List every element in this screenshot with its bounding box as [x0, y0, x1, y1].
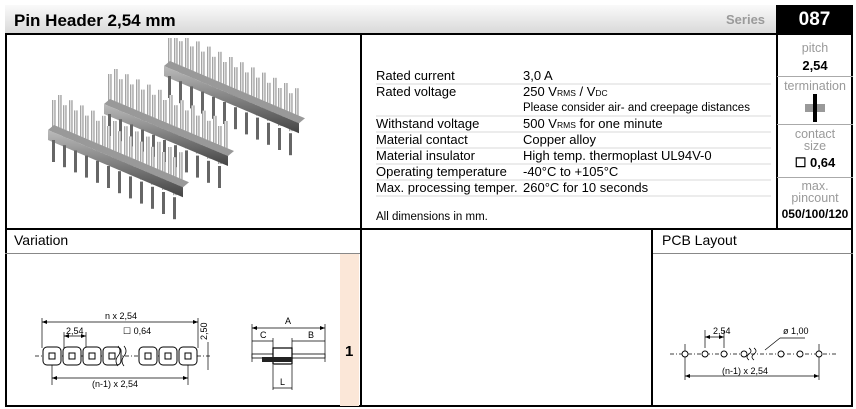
spec-table: Rated current 3,0 A Rated voltage 250 VR… — [376, 68, 771, 208]
dim-label: 2,54 — [713, 326, 731, 336]
pincount-block: max. pincount 050/100/120 — [781, 179, 849, 221]
dim-label: ø 1,00 — [783, 326, 809, 336]
series-label: Series — [726, 12, 766, 27]
spec-row: Operating temperature -40°C to +105°C — [376, 164, 619, 179]
spec-row: Rated current 3,0 A — [376, 68, 553, 83]
spec-row: Please consider air- and creepage distan… — [523, 102, 750, 114]
spec-row-rules — [376, 83, 771, 197]
pitch-block: pitch 2,54 — [801, 41, 829, 73]
divider — [777, 177, 853, 178]
title-bar — [5, 5, 776, 35]
spec-row: Rated voltage 250 VRMS / VDC — [376, 84, 608, 99]
divider — [653, 253, 853, 254]
product-title: Pin Header 2,54 mm — [14, 11, 176, 30]
straight-termination-icon — [805, 94, 825, 122]
dim-label: 2,54 — [66, 326, 84, 336]
divider — [5, 253, 360, 254]
termination-block: termination — [777, 80, 853, 127]
dim-label: ☐ 0,64 — [123, 326, 151, 336]
dimensions-note: All dimensions in mm. — [376, 211, 488, 223]
variation-row-marker — [340, 254, 359, 406]
divider — [360, 35, 362, 407]
spec-row: Material insulator High temp. thermoplas… — [376, 148, 712, 163]
contact-size-block: contact size ☐ 0,64 — [794, 127, 836, 170]
variation-heading: Variation — [14, 232, 69, 248]
dim-label: A — [285, 316, 291, 326]
variation-drawing: n x 2,54 2,54 ☐ 0,64 2,50 (n-1) x 2,54 A… — [35, 311, 326, 390]
dim-label: B — [308, 330, 314, 340]
series-number: 087 — [776, 5, 853, 35]
dim-label: (n-1) x 2,54 — [92, 379, 138, 389]
divider — [651, 228, 653, 407]
pcb-layout-drawing: 2,54 ø 1,00 (n-1) x 2,54 — [670, 326, 837, 380]
spec-row: Withstand voltage 500 VRMS for one minut… — [376, 116, 663, 131]
dim-label: C — [260, 330, 267, 340]
dim-label: n x 2,54 — [105, 311, 137, 321]
product-image — [48, 38, 305, 220]
divider — [777, 124, 853, 125]
pcb-layout-heading: PCB Layout — [662, 232, 737, 248]
dim-label: (n-1) x 2,54 — [722, 366, 768, 376]
variation-row-number: 1 — [345, 343, 354, 360]
spec-row: Max. processing temper. 260°C for 10 sec… — [376, 180, 649, 195]
divider — [5, 228, 853, 230]
divider — [776, 35, 778, 228]
divider — [777, 76, 853, 77]
dim-label: 2,50 — [199, 322, 209, 340]
dim-label: L — [280, 377, 285, 387]
spec-row: Material contact Copper alloy — [376, 132, 596, 147]
